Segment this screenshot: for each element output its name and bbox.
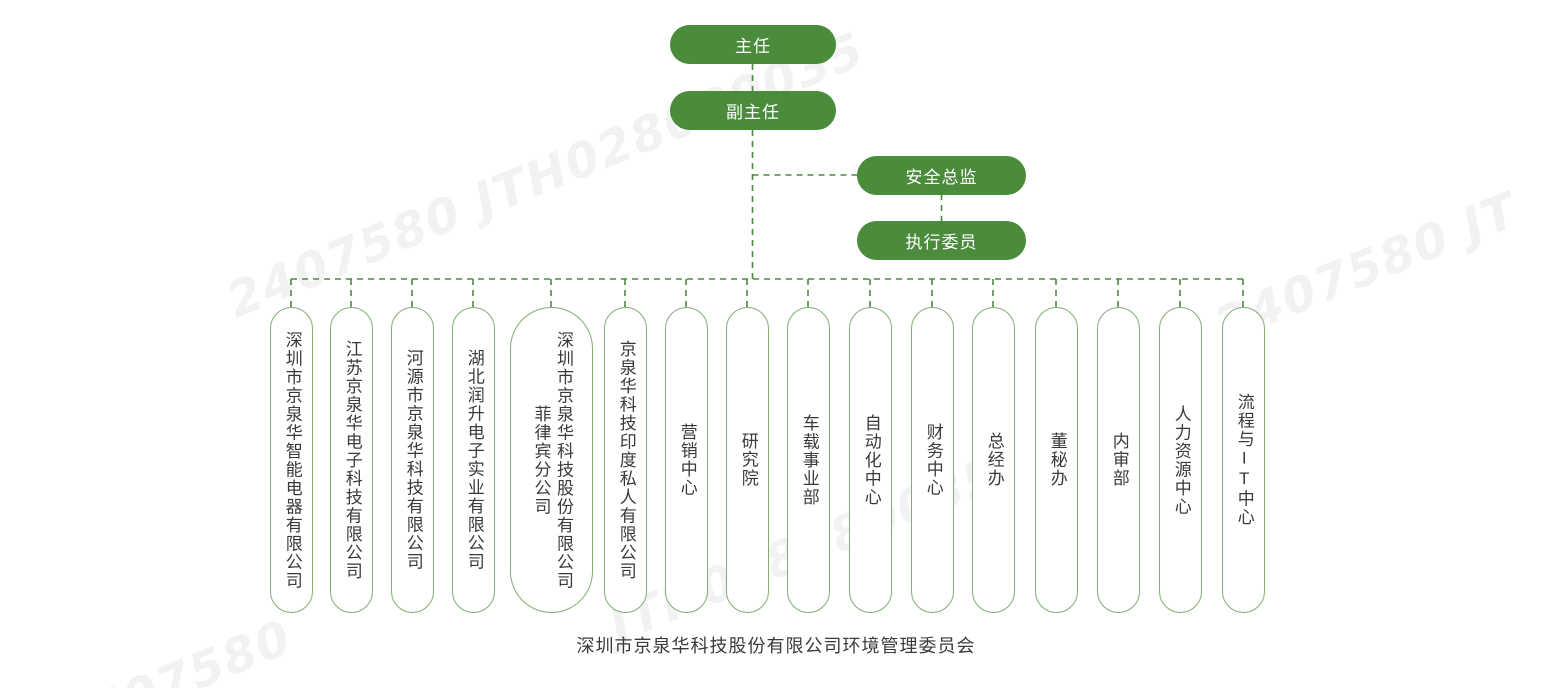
node-unit-16-label: 流程与IT中心: [1234, 393, 1254, 527]
node-unit-9-label: 车载事业部: [799, 413, 819, 507]
node-unit-5-label: 深圳市京泉华科技股份有限公司菲律宾分公司: [531, 330, 573, 590]
node-unit-5[interactable]: 深圳市京泉华科技股份有限公司菲律宾分公司: [510, 307, 593, 613]
node-director-label: 主任: [735, 37, 771, 56]
node-safety-director[interactable]: 安全总监: [857, 156, 1026, 195]
node-unit-14[interactable]: 内审部: [1097, 307, 1140, 613]
node-unit-11-label: 财务中心: [923, 423, 943, 497]
node-unit-4-label: 湖北润升电子实业有限公司: [464, 349, 484, 571]
node-unit-12-label: 总经办: [984, 432, 1004, 488]
node-director[interactable]: 主任: [670, 25, 836, 64]
node-executive-member-label: 执行委员: [905, 233, 978, 252]
node-unit-4[interactable]: 湖北润升电子实业有限公司: [452, 307, 495, 613]
node-unit-7-label: 营销中心: [677, 423, 697, 497]
node-unit-15[interactable]: 人力资源中心: [1159, 307, 1202, 613]
node-unit-11[interactable]: 财务中心: [911, 307, 954, 613]
node-unit-2-label: 江苏京泉华电子科技有限公司: [342, 339, 362, 581]
node-unit-10-label: 自动化中心: [861, 413, 881, 507]
node-deputy-director[interactable]: 副主任: [670, 91, 836, 130]
node-unit-3[interactable]: 河源市京泉华科技有限公司: [391, 307, 434, 613]
node-unit-15-label: 人力资源中心: [1171, 404, 1191, 516]
watermark: 2407580 JTH028080035: [219, 21, 873, 329]
node-unit-8-label: 研究院: [738, 432, 758, 488]
node-unit-6[interactable]: 京泉华科技印度私人有限公司: [604, 307, 647, 613]
node-unit-8[interactable]: 研究院: [726, 307, 769, 613]
node-unit-1-label: 深圳市京泉华智能电器有限公司: [282, 330, 302, 590]
node-unit-9[interactable]: 车载事业部: [787, 307, 830, 613]
node-executive-member[interactable]: 执行委员: [857, 221, 1026, 260]
node-unit-1[interactable]: 深圳市京泉华智能电器有限公司: [270, 307, 313, 613]
node-unit-2[interactable]: 江苏京泉华电子科技有限公司: [330, 307, 373, 613]
chart-caption: 深圳市京泉华科技股份有限公司环境管理委员会: [576, 636, 976, 656]
node-unit-12[interactable]: 总经办: [972, 307, 1015, 613]
node-unit-13[interactable]: 董秘办: [1035, 307, 1078, 613]
node-unit-16[interactable]: 流程与IT中心: [1222, 307, 1265, 613]
node-deputy-director-label: 副主任: [726, 103, 780, 122]
node-unit-14-label: 内审部: [1109, 432, 1129, 488]
node-unit-7[interactable]: 营销中心: [665, 307, 708, 613]
node-unit-10[interactable]: 自动化中心: [849, 307, 892, 613]
node-unit-6-label: 京泉华科技印度私人有限公司: [616, 339, 636, 581]
node-unit-3-label: 河源市京泉华科技有限公司: [403, 349, 423, 571]
node-unit-13-label: 董秘办: [1047, 432, 1067, 488]
node-safety-director-label: 安全总监: [905, 168, 978, 187]
